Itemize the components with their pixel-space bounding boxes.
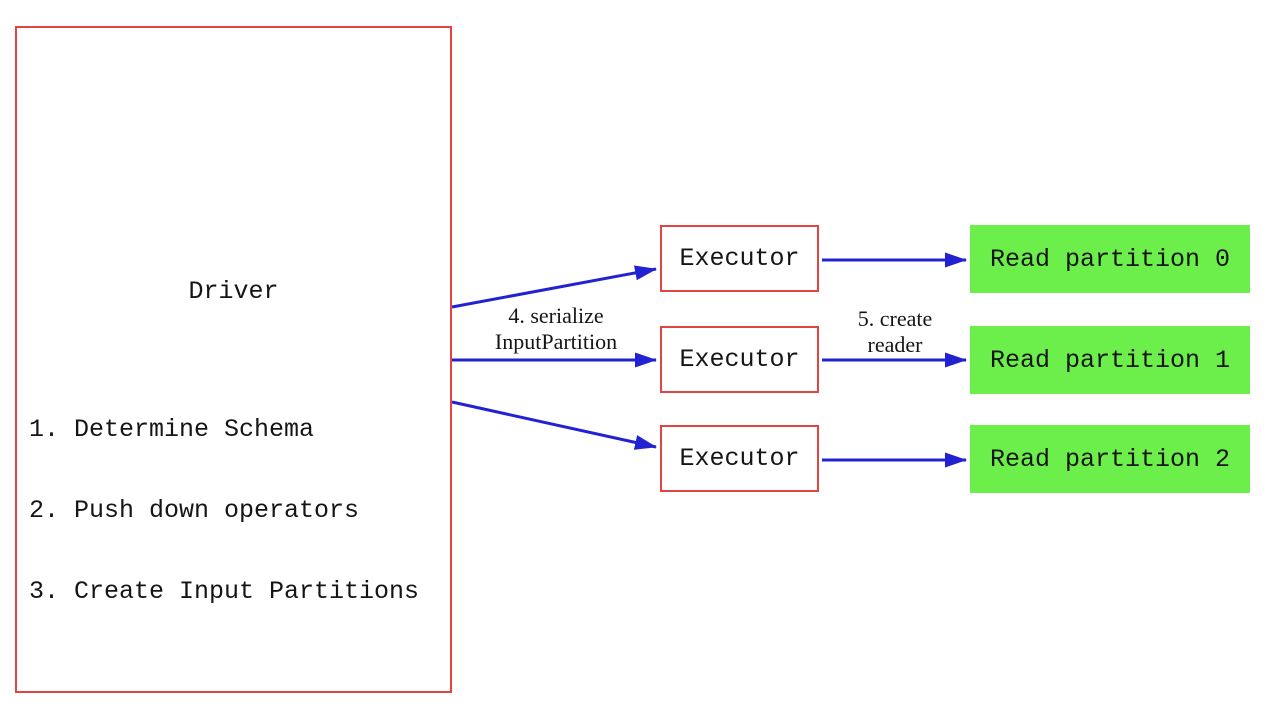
driver-step-2: 2. Push down operators	[29, 496, 360, 525]
arrow-driver-to-executor-2	[451, 400, 657, 450]
executor-node-2: Executor	[660, 425, 819, 492]
edge-label-reader-line1: 5. create	[857, 306, 933, 331]
driver-node: Driver 1. Determine Schema 2. Push down …	[15, 26, 452, 693]
driver-title: Driver	[188, 277, 279, 306]
executor-node-1: Executor	[660, 326, 819, 393]
arrow-driver-to-executor-0	[451, 265, 657, 309]
driver-step-1: 1. Determine Schema	[29, 415, 315, 444]
driver-step-3: 3. Create Input Partitions	[29, 577, 420, 606]
edge-label-create-reader: 5. create reader	[775, 306, 1015, 358]
driver-steps: 1. Determine Schema 2. Push down operato…	[29, 362, 419, 659]
read-partition-node-0: Read partition 0	[970, 225, 1250, 293]
edge-label-serialize-inputpartition: 4. serialize InputPartition	[436, 303, 676, 355]
read-partition-node-1: Read partition 1	[970, 326, 1250, 394]
edge-label-serialize-line2: InputPartition	[494, 329, 618, 354]
executor-node-0: Executor	[660, 225, 819, 292]
edge-label-serialize-line1: 4. serialize	[508, 303, 604, 328]
edge-label-reader-line2: reader	[867, 332, 923, 357]
read-partition-node-2: Read partition 2	[970, 425, 1250, 493]
